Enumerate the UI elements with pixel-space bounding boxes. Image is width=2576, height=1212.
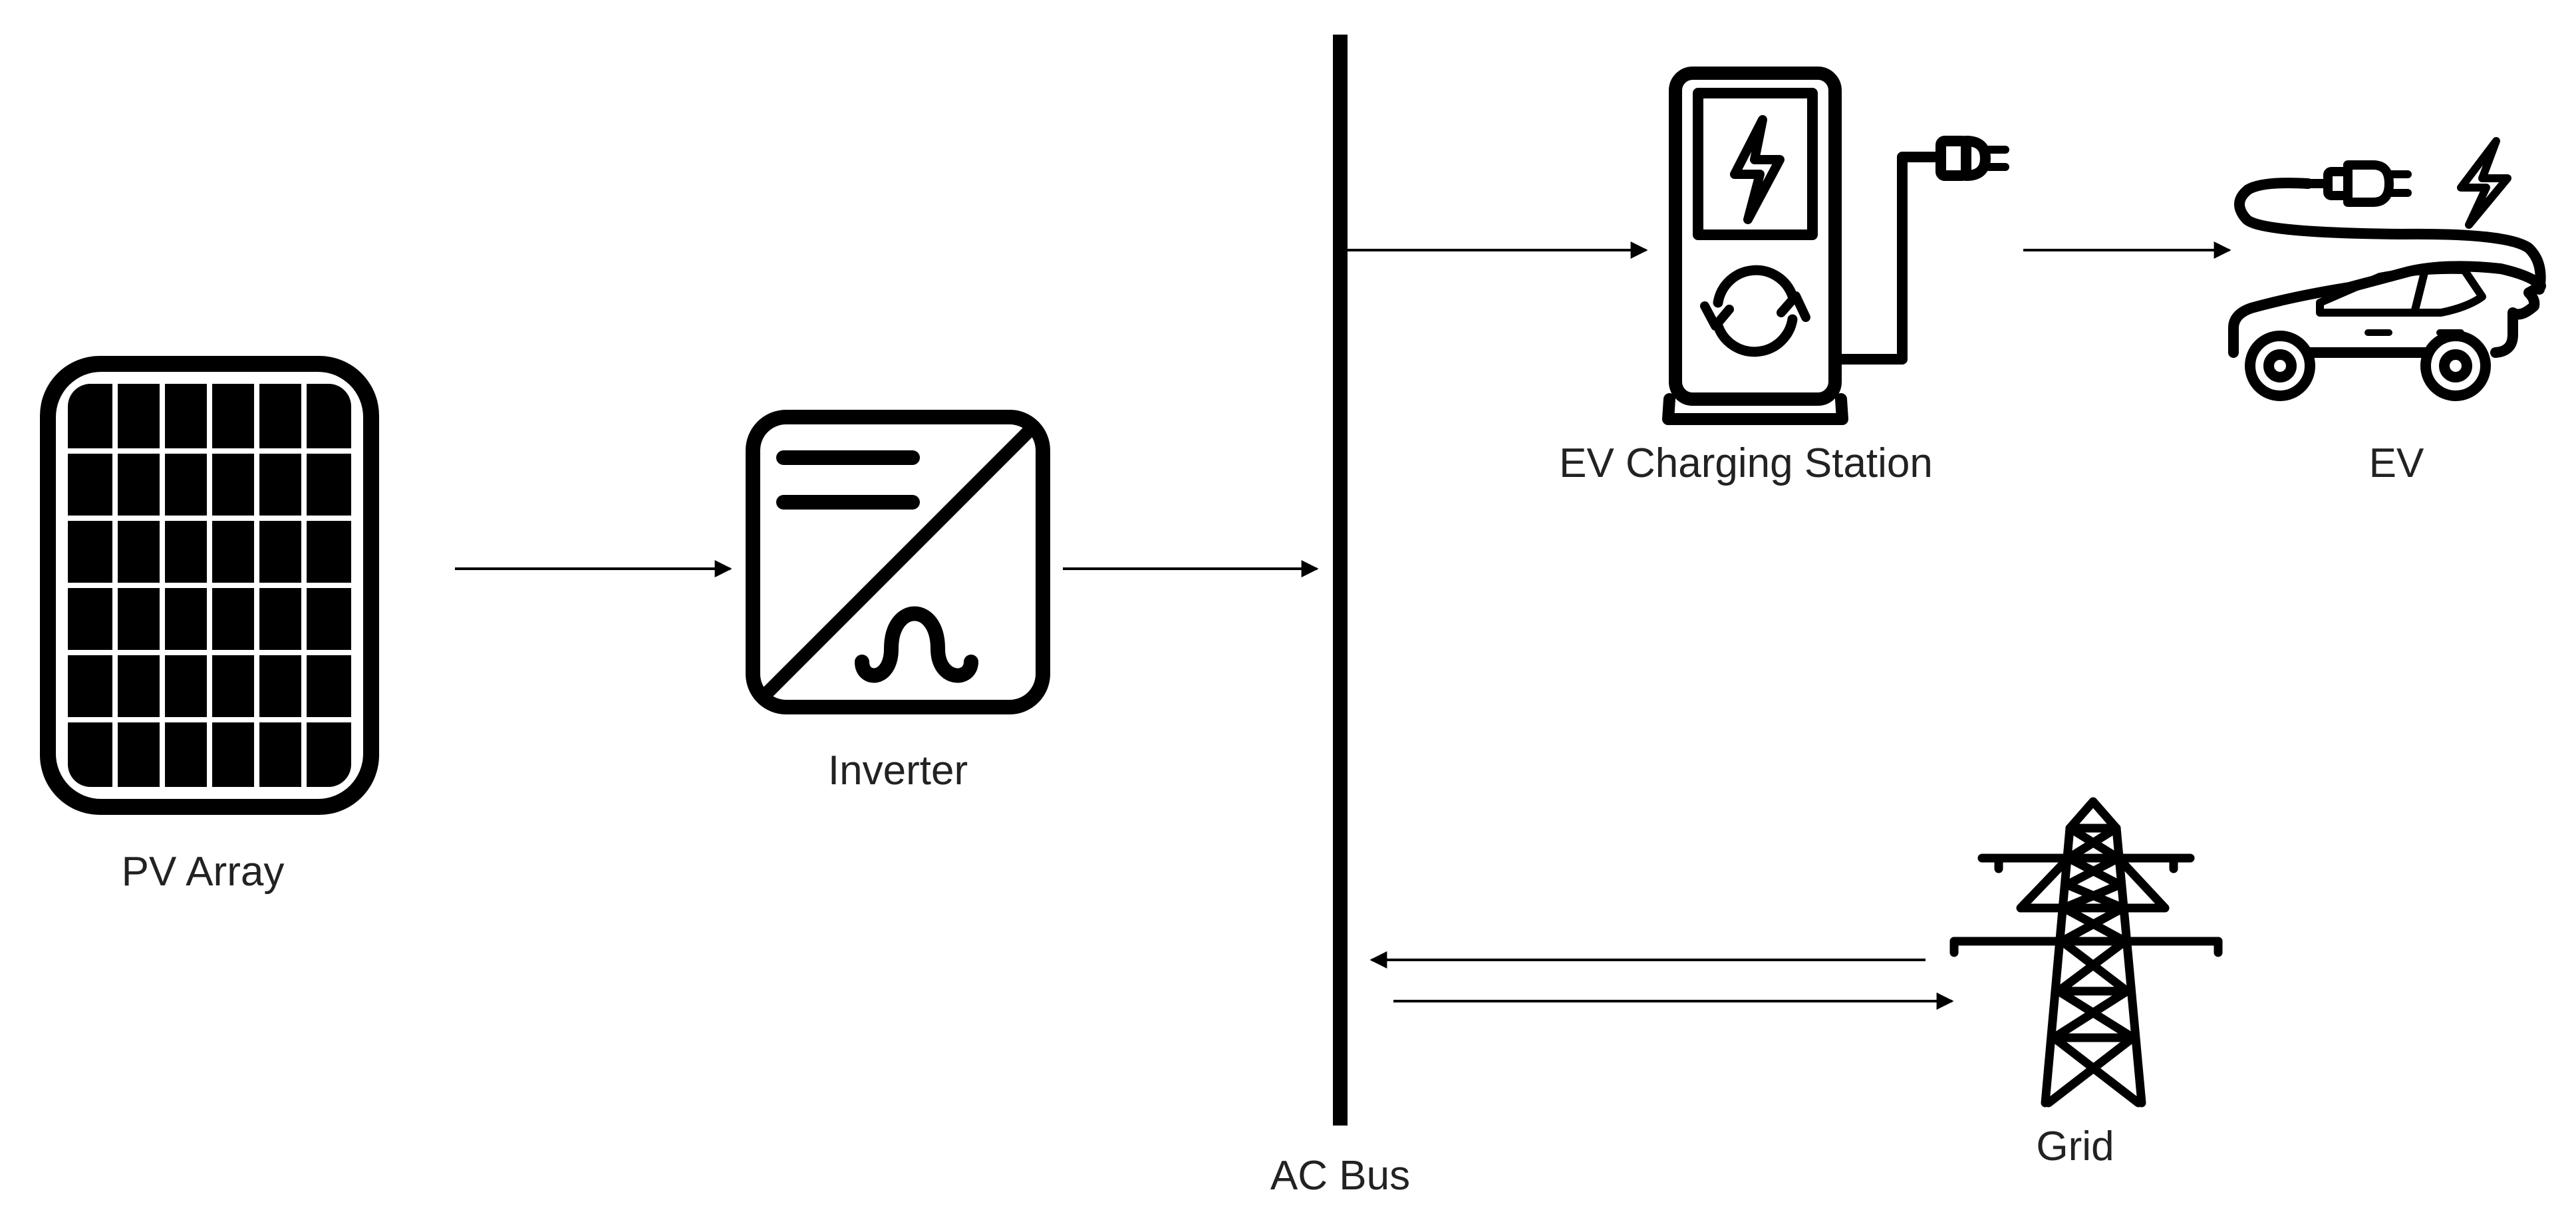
electric-car-icon [2228, 137, 2546, 401]
transmission-tower-icon [1949, 797, 2223, 1108]
ac-bus-label: AC Bus [1270, 1153, 1411, 1199]
ev-label: EV [2368, 440, 2424, 486]
inverter-label: Inverter [827, 748, 968, 794]
pv-array-label: PV Array [121, 849, 285, 895]
ac-bus-line [1333, 35, 1348, 1126]
grid-label: Grid [2036, 1124, 2114, 1169]
ev-charging-station-label: EV Charging Station [1559, 440, 1933, 486]
charging-station-icon [1662, 67, 2009, 425]
solar-panel-icon [40, 356, 379, 815]
inverter-icon [746, 410, 1050, 714]
